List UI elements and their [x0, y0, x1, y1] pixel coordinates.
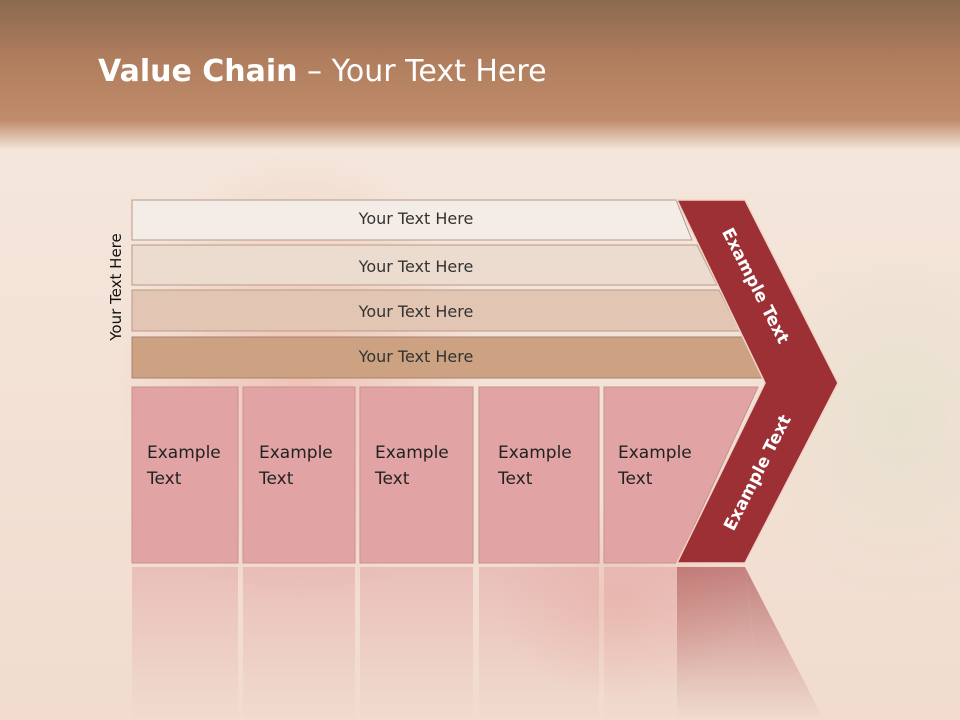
support-bar-4-label: Your Text Here: [358, 347, 474, 366]
support-bar-2: [131, 244, 718, 286]
primary-box-1: [131, 386, 239, 564]
primary-box-4: [478, 386, 600, 564]
slide-title: Value Chain – Your Text Here: [98, 54, 547, 89]
reflection: [132, 567, 825, 720]
title-banner: [0, 0, 960, 150]
title-rest: – Your Text Here: [297, 54, 547, 89]
support-bar-1-label: Your Text Here: [358, 209, 474, 228]
primary-box-3: [359, 386, 474, 564]
primary-box-2: [242, 386, 356, 564]
support-bar-2-label: Your Text Here: [358, 257, 474, 276]
support-bar-1: [131, 199, 693, 241]
title-bold: Value Chain: [98, 54, 298, 89]
margin-chevron: [675, 199, 839, 564]
support-bar-3-label: Your Text Here: [358, 302, 474, 321]
